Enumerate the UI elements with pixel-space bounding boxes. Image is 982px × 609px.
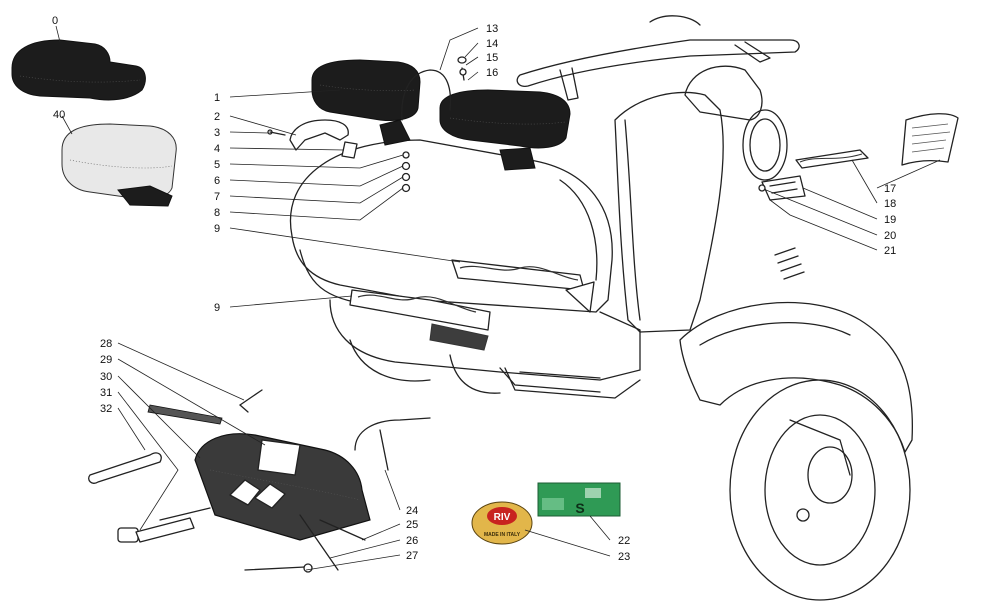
seat-variant-0: [11, 39, 146, 101]
riv-subtext: MADE IN ITALY: [484, 532, 521, 538]
callout-40: 40: [53, 109, 65, 121]
callout-6: 6: [214, 175, 220, 187]
bracket-4: [341, 141, 358, 159]
saddle-rear: [439, 89, 571, 149]
leader-lines: [55, 25, 941, 571]
callout-8: 8: [214, 207, 220, 219]
callout-22: 22: [618, 535, 630, 547]
riv-badge: RIV MADE IN ITALY: [471, 501, 533, 545]
wrench-32: [88, 452, 162, 484]
callout-15: 15: [486, 52, 498, 64]
callout-26: 26: [406, 535, 418, 547]
callout-16: 16: [486, 67, 498, 79]
bolts-14-16: [457, 56, 467, 81]
callout-labels: 0 40 1 2 3 4 5 6 7 8 9 9 13 14 15 16 17 …: [52, 15, 896, 563]
callout-0: 0: [52, 15, 58, 27]
plate-letter: S: [575, 500, 584, 516]
callout-1: 1: [214, 92, 220, 104]
tool-roll-bag: [194, 433, 371, 541]
screw-3: [267, 129, 286, 136]
callout-9-upper: 9: [214, 223, 220, 235]
saddle-front: [311, 59, 421, 121]
legshield-badge-18: [795, 149, 869, 169]
callout-5: 5: [214, 159, 220, 171]
spanner-25: [319, 519, 366, 541]
callout-29: 29: [100, 354, 112, 366]
callout-30: 30: [100, 371, 112, 383]
side-triangle-emblem: [565, 281, 595, 313]
callout-2: 2: [214, 111, 220, 123]
washers-5-8: [401, 151, 411, 193]
spark-plug-tool-30: [159, 507, 211, 521]
callout-7: 7: [214, 191, 220, 203]
callout-21: 21: [884, 245, 896, 257]
callout-28: 28: [100, 338, 112, 350]
callout-23: 23: [618, 551, 630, 563]
grab-handle: [401, 69, 452, 121]
callout-32: 32: [100, 403, 112, 415]
callout-4: 4: [214, 143, 220, 155]
file-29: [147, 404, 223, 425]
riv-logo-text: RIV: [494, 512, 511, 523]
callout-19: 19: [884, 214, 896, 226]
callout-17: 17: [884, 183, 896, 195]
horncast-badge-19: [761, 175, 806, 201]
callout-31: 31: [100, 387, 112, 399]
hex-key-28: [239, 389, 263, 413]
callout-25: 25: [406, 519, 418, 531]
seat-variant-40: [61, 123, 177, 207]
lambretta-script-badge-lower: [349, 289, 491, 351]
rivet-20: [758, 184, 766, 192]
box-spanner-31: [117, 517, 195, 543]
callout-14: 14: [486, 38, 498, 50]
screwdriver-26: [299, 514, 339, 571]
scooter-body: [289, 15, 914, 601]
seat-clamp-2: [289, 119, 349, 151]
green-plate: S: [537, 482, 621, 517]
callout-24: 24: [406, 505, 418, 517]
hook-spanner-24: [354, 417, 431, 471]
callout-18: 18: [884, 198, 896, 210]
seat-brackets: [379, 119, 536, 171]
callout-13: 13: [486, 23, 498, 35]
warning-decal-17: [901, 113, 959, 166]
callout-3: 3: [214, 127, 220, 139]
callout-27: 27: [406, 550, 418, 562]
lambretta-script-badge-upper: [451, 259, 585, 291]
callout-20: 20: [884, 230, 896, 242]
callout-9-lower: 9: [214, 302, 220, 314]
spark-plug-spanner-27: [244, 563, 313, 573]
